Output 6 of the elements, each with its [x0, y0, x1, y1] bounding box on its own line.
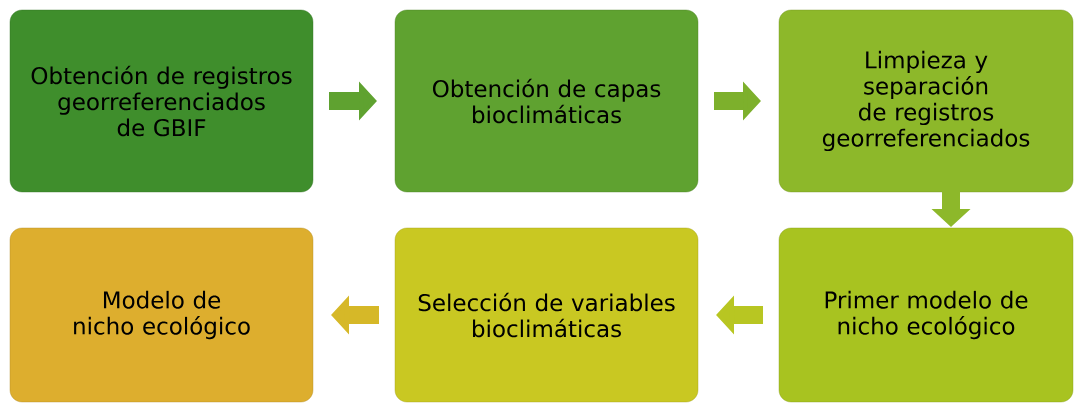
process-box: Obtención de capas bioclimáticas — [394, 9, 699, 193]
process-box: Obtención de registros georreferenciados de GBIF — [9, 9, 314, 193]
process-box: Modelo de nicho ecológico — [9, 227, 314, 403]
process-box: Limpieza y separación de registros georreferenciados — [778, 9, 1074, 193]
process-box: Selección de variables bioclimáticas — [394, 227, 699, 403]
process-box: Primer modelo de nicho ecológico — [778, 227, 1074, 403]
